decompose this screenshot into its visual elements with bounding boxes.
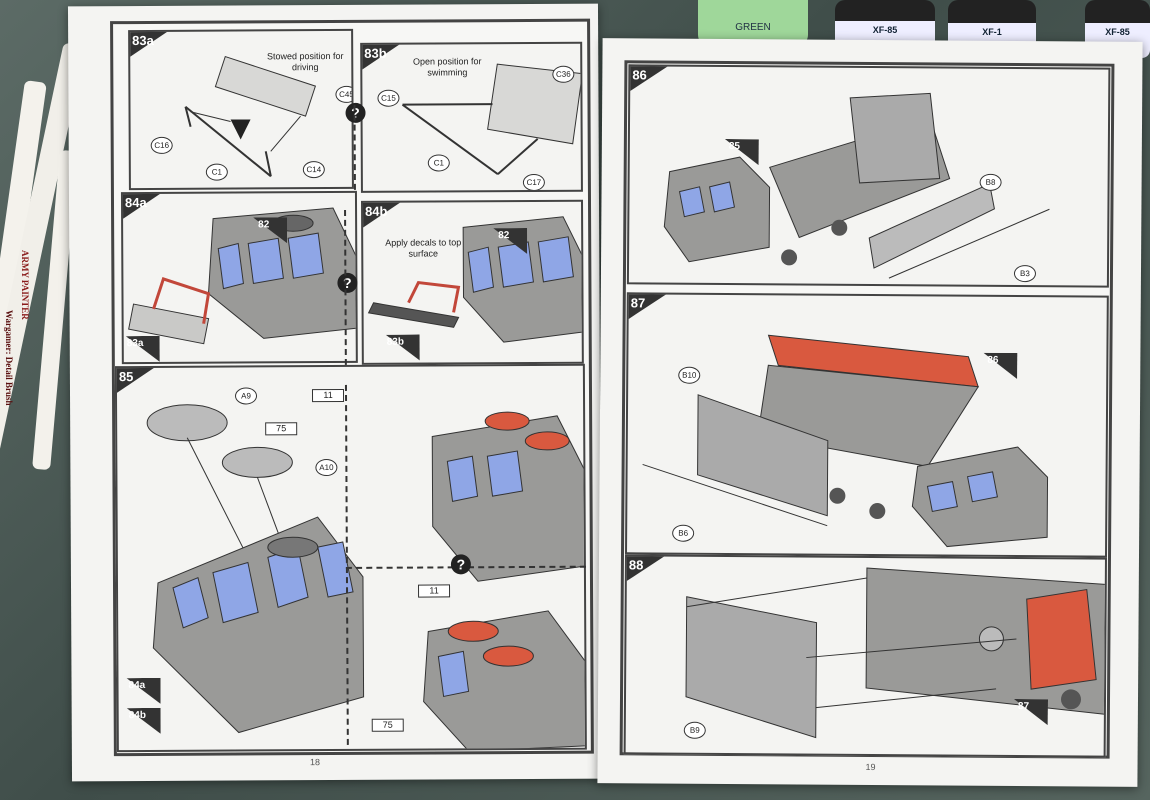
assembly-ref-number: 82 <box>498 230 510 242</box>
assembly-ref-number: 83a <box>126 338 144 350</box>
part-label: C1 <box>427 154 450 172</box>
step-87-panel: 87 86 B10 B6 <box>625 292 1109 558</box>
assembly-ref-number: 87 <box>1017 701 1030 713</box>
part-label: B10 <box>678 366 701 384</box>
open-trim-vane-illustration <box>401 63 583 175</box>
instruction-page-right: 86 85 B8 B3 87 <box>597 38 1143 787</box>
part-label: B9 <box>683 721 706 739</box>
step-88-panel: 88 B9 87 <box>623 554 1107 758</box>
cab-with-open-vane-illustration <box>367 216 584 343</box>
step-84a-panel: 84a 82 83a <box>120 190 358 365</box>
assembly-ref-number: 82 <box>258 219 270 231</box>
part-label: A9 <box>234 387 258 405</box>
step-83b-panel: 83b Open position for swimming C36 C15 C… <box>360 41 583 193</box>
part-label: C15 <box>377 89 400 107</box>
assembly-ref-number: 83b <box>386 336 405 348</box>
divider-dashed <box>353 104 356 190</box>
page-number: 19 <box>865 761 876 773</box>
part-label: B3 <box>1013 265 1037 283</box>
part-label: A10 <box>315 458 338 477</box>
part-label: C36 <box>552 65 575 83</box>
assembly-ref-number: 84b <box>128 709 146 722</box>
side-panels-illustration <box>642 334 1049 548</box>
part-label: C16 <box>150 136 173 154</box>
page-number: 18 <box>309 757 320 768</box>
optional-step-icon: ? <box>450 554 471 575</box>
part-label: C45 <box>335 85 354 103</box>
optional-step-icon: ? <box>337 272 358 293</box>
paint-code-box: 75 <box>371 718 404 732</box>
part-label: B8 <box>979 173 1002 191</box>
instruction-page-left: 83a Stowed position for driving C45 C16 … <box>67 3 603 782</box>
green-paint-jar: GREEN <box>698 0 808 45</box>
part-label: B6 <box>672 524 695 542</box>
step-83a-panel: 83a Stowed position for driving C45 C16 … <box>128 28 354 191</box>
cargo-bed-illustration <box>663 92 1050 279</box>
stowed-trim-vane-illustration <box>184 55 317 178</box>
step-85-panel: 85 A9 A10 11 75 11 75 84 <box>114 363 587 753</box>
assembly-ref-number: 85 <box>728 141 741 153</box>
brush-brand-text: ARMY PAINTER <box>20 250 30 320</box>
part-label: C17 <box>522 173 545 192</box>
paint-code-box: 11 <box>418 584 451 598</box>
tailgate-illustration <box>685 567 1107 739</box>
brush-model-text: Wargamer: Detail Brush <box>4 310 14 406</box>
part-label: C14 <box>302 161 325 179</box>
paint-code-box: 11 <box>311 388 345 403</box>
assembly-ref-number: 86 <box>987 354 999 366</box>
paint-code-box: 75 <box>265 422 298 436</box>
assembly-ref-number: 84a <box>128 679 146 692</box>
part-label: C1 <box>205 163 228 181</box>
green-jar-label: GREEN <box>735 22 771 33</box>
step-84b-panel: 84b Apply decals to top surface 82 83b <box>360 199 584 365</box>
hatch-assembly-illustration <box>146 404 587 752</box>
step-86-panel: 86 85 B8 B3 <box>626 64 1111 288</box>
